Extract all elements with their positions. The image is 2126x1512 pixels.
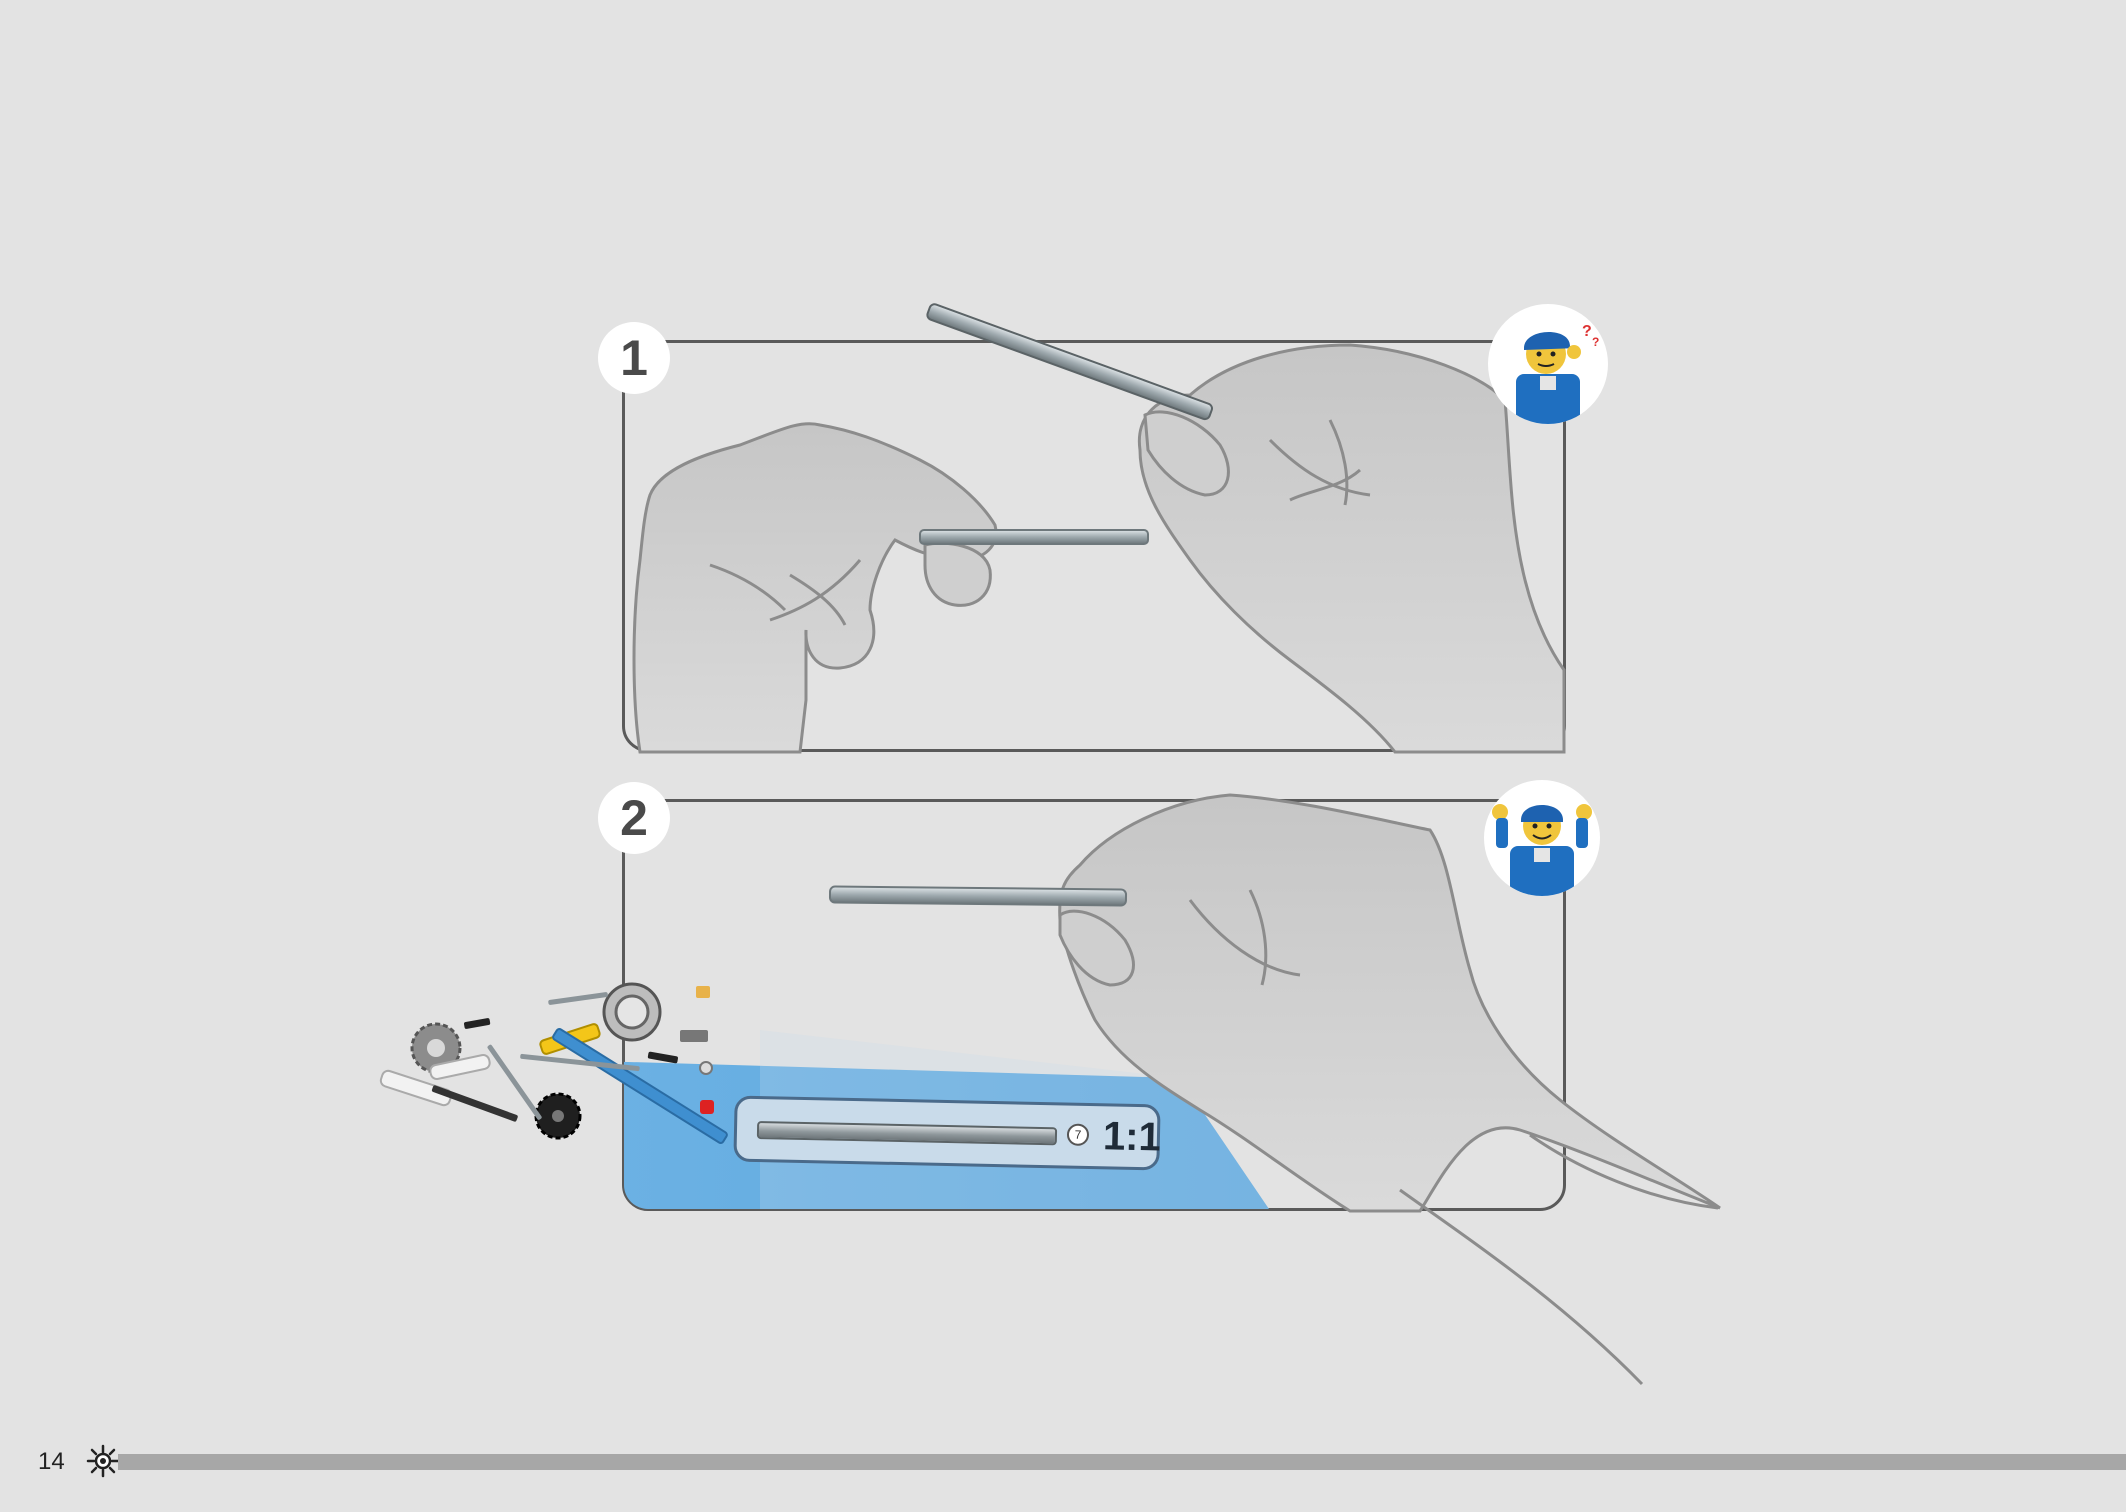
scale-axle-outline bbox=[756, 1121, 1058, 1146]
page-number: 14 bbox=[38, 1448, 65, 1475]
svg-text:?: ? bbox=[1582, 323, 1592, 340]
confused-minifigure-icon: ? ? bbox=[1488, 304, 1608, 424]
step-1-panel bbox=[622, 340, 1566, 752]
footer-progress-bar bbox=[118, 1454, 2126, 1470]
scale-ruler: 7 1:1 bbox=[733, 1095, 1162, 1171]
step-number-1: 1 bbox=[598, 322, 670, 394]
svg-text:?: ? bbox=[1592, 335, 1599, 349]
scale-ratio-label: 1:1 bbox=[1102, 1114, 1162, 1160]
part-length-label: 7 bbox=[1066, 1123, 1090, 1146]
step-number-2: 2 bbox=[598, 782, 670, 854]
happy-minifigure-icon bbox=[1484, 780, 1600, 896]
sun-gear-icon bbox=[86, 1444, 120, 1478]
